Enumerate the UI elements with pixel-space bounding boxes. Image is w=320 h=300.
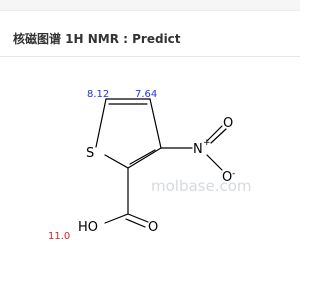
watermark: molbase.com [151, 177, 252, 195]
bond-ccarboxyl-o-inner [125, 218, 146, 228]
bond-n-o-bottom [206, 154, 223, 171]
shift-label-h5: 8.12 [87, 89, 109, 100]
bond-c4-c3 [149, 98, 162, 149]
nitrogen-charge: + [203, 138, 211, 148]
bond-ccarboxyl-oh [104, 213, 129, 224]
shift-label-h4: 7.64 [135, 89, 157, 100]
atom-sulfur: S [86, 146, 94, 161]
bond-n-o-top-inner [210, 128, 227, 144]
atom-nitro-oxygen-bottom: O [222, 170, 232, 185]
atom-nitrogen: N [193, 142, 203, 157]
atom-carbonyl-oxygen: O [148, 220, 158, 235]
bond-c2-s1 [104, 154, 129, 169]
atom-nitro-oxygen-top: O [223, 116, 233, 131]
bond-n-o-top [206, 125, 223, 142]
bond-c3-c2-inner [129, 149, 156, 165]
shift-label-oh: 11.0 [48, 231, 70, 242]
top-strip [0, 0, 300, 11]
page-title: 核磁图谱 1H NMR : Predict [13, 32, 181, 46]
nmr-predict-panel: 核磁图谱 1H NMR : Predict molbase.com S N + … [0, 0, 300, 242]
oxygen-charge: - [232, 169, 235, 179]
title-divider [0, 56, 300, 57]
atom-hydroxyl: HO [78, 220, 98, 235]
bond-ccarboxyl-o [127, 213, 149, 223]
bond-s1-c5 [95, 98, 107, 148]
bond-c3-c2 [127, 147, 162, 169]
molecule-structure: molbase.com S N + O O - HO O 8.12 7.64 1… [48, 89, 252, 242]
